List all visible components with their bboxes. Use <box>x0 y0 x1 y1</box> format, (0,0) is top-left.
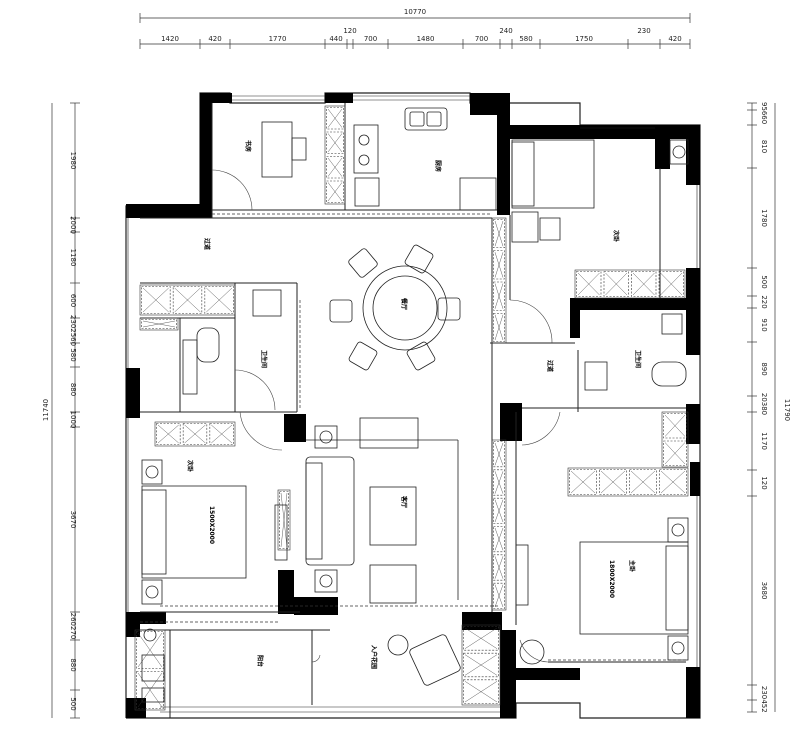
room-label-entry: 入户花园 <box>370 644 378 669</box>
room-label-balcony: 阳台 <box>256 655 264 667</box>
room-label-bedroom-ne: 次卧 <box>612 230 620 242</box>
dim-right-12: 230 <box>760 686 768 699</box>
door-swings <box>211 169 561 663</box>
room-label-living: 客厅 <box>400 495 408 508</box>
room-label-master: 主卧 <box>628 560 636 572</box>
dimension-lines <box>51 13 776 719</box>
dim-right-11: 3680 <box>760 582 768 600</box>
dim-top-12: 420 <box>668 35 681 43</box>
room-labels: 书房 厨房 次卧 餐厅 过道 过道 卫生间 卫生间 次卧 客厅 主卧 阳台 入户… <box>186 140 642 669</box>
room-label-bath-e: 卫生间 <box>634 350 642 368</box>
dim-right-1: 660 <box>760 111 768 124</box>
cabinet-6 <box>661 411 689 468</box>
dim-left-2: 1180 <box>69 249 77 267</box>
dim-top-4: 120 <box>343 27 356 35</box>
dim-top-3: 440 <box>329 35 342 43</box>
dim-right-10: 120 <box>760 476 768 489</box>
dim-left-labels: 1980 2000 1180 600 2302560 580 880 1000 3670 2602… <box>69 152 77 711</box>
cabinet-8 <box>277 489 291 551</box>
dim-right-4: 500 <box>760 275 768 288</box>
dim-right-9: 1170 <box>760 432 768 450</box>
dim-left-total: 11740 <box>42 399 50 421</box>
cabinet-1 <box>139 284 236 316</box>
dim-top-2: 1770 <box>269 35 287 43</box>
dim-right-7: 890 <box>760 362 768 375</box>
dim-left-4: 2302560 <box>69 315 77 346</box>
dim-top-8: 240 <box>499 27 512 35</box>
dim-top-total: 10770 <box>404 8 426 16</box>
cabinets <box>134 105 689 711</box>
dim-left-7: 1000 <box>69 411 77 429</box>
room-label-study: 书房 <box>244 140 252 152</box>
dim-top-1: 420 <box>208 35 221 43</box>
room-label-corridor-w: 过道 <box>203 238 211 250</box>
dim-top-7: 700 <box>475 35 488 43</box>
dim-left-10: 880 <box>69 658 77 671</box>
bed-size-west: 1500X2000 <box>208 506 215 544</box>
dim-left-5: 580 <box>69 348 77 361</box>
room-label-bath-n: 卫生间 <box>260 350 268 368</box>
dim-top-10: 1750 <box>575 35 593 43</box>
dim-right-8: 20380 <box>760 393 768 415</box>
dim-right-13: 452 <box>760 699 768 712</box>
dim-left-8: 3670 <box>69 511 77 529</box>
dim-left-0: 1980 <box>69 152 77 170</box>
cabinet-2 <box>154 421 236 447</box>
furniture <box>141 107 689 703</box>
dim-left-3: 600 <box>69 294 77 307</box>
dim-top-11: 230 <box>637 27 650 35</box>
cabinet-0 <box>324 105 346 205</box>
dim-right-6: 910 <box>760 318 768 331</box>
room-label-corridor-e: 过道 <box>546 360 554 372</box>
dim-left-11: 500 <box>69 697 77 710</box>
dim-top-6: 1480 <box>417 35 435 43</box>
cabinet-5 <box>567 467 689 497</box>
dim-left-1: 2000 <box>69 216 77 234</box>
room-label-dining: 餐厅 <box>400 297 408 310</box>
dim-top-0: 1420 <box>161 35 179 43</box>
partitions <box>127 95 698 718</box>
dim-left-9: 260270 <box>69 613 77 640</box>
dim-top-9: 580 <box>519 35 532 43</box>
dim-right-total: 11790 <box>783 399 791 421</box>
dim-right-0: 95 <box>760 102 768 111</box>
cabinet-4 <box>574 269 686 299</box>
dashed-lines <box>140 213 686 661</box>
dim-left-6: 880 <box>69 383 77 396</box>
cabinet-9 <box>461 624 501 706</box>
dim-top-5: 700 <box>364 35 377 43</box>
cabinet-7 <box>491 439 507 611</box>
room-label-bedroom-w: 次卧 <box>186 460 194 472</box>
cabinet-3 <box>491 217 507 344</box>
dim-right-2: 810 <box>760 140 768 153</box>
room-label-kitchen: 厨房 <box>434 160 442 172</box>
bed-size-master: 1800X2000 <box>608 560 615 598</box>
dim-right-3: 1780 <box>760 209 768 227</box>
cabinet-11 <box>139 317 179 331</box>
dim-right-5: 220 <box>760 295 768 308</box>
